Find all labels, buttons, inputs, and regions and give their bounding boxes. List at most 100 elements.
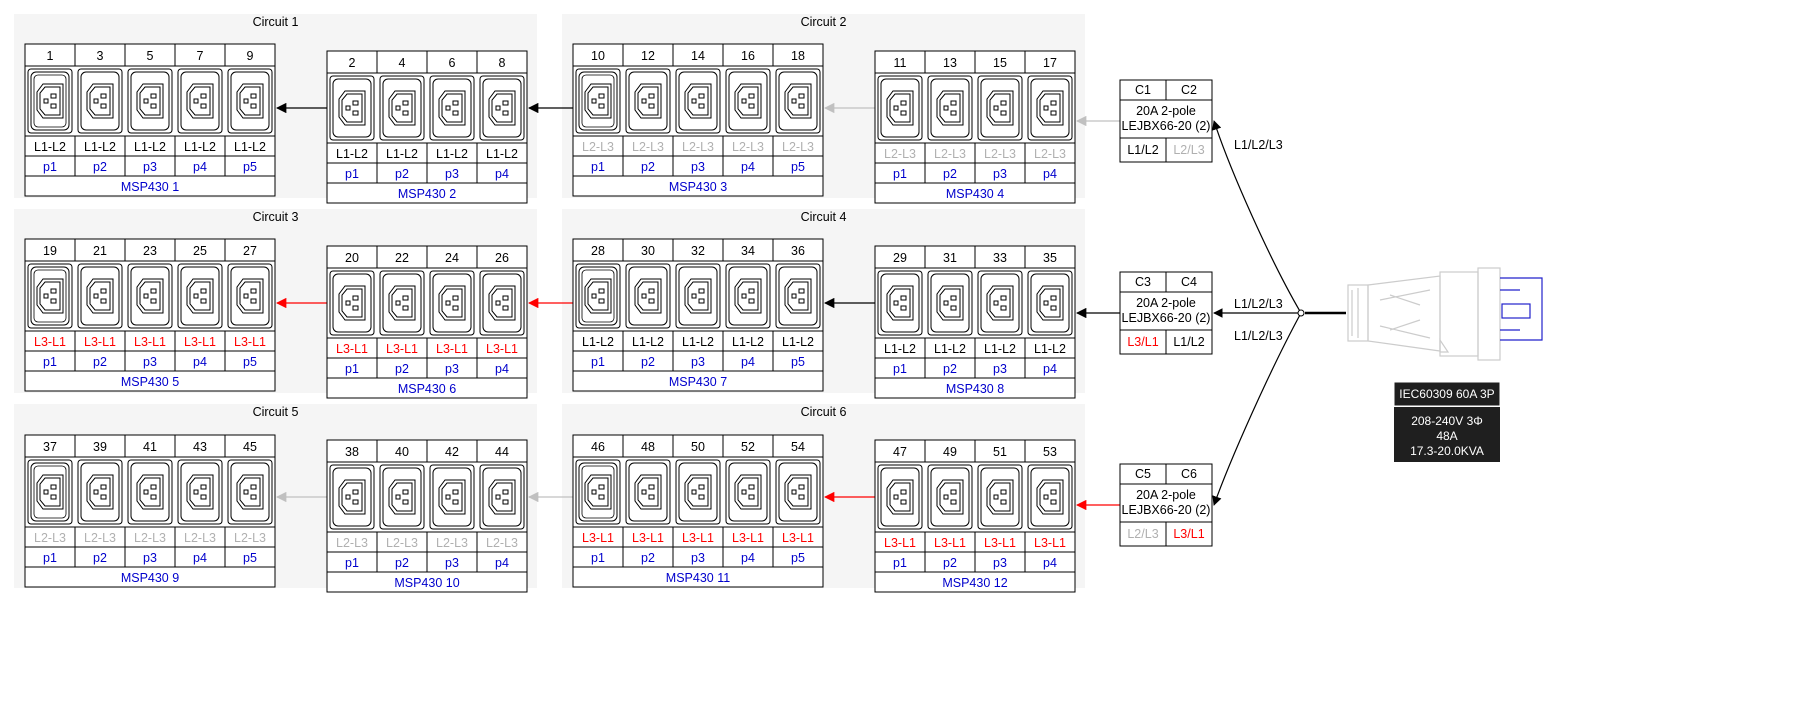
port-label: p3 xyxy=(445,167,459,181)
outlet-number: 48 xyxy=(641,440,655,454)
outlet-number: 16 xyxy=(741,49,755,63)
pdu-unit: 28L1-L2p130L1-L2p232L1-L2p334L1-L2p436L1… xyxy=(572,238,824,392)
phase-label: L2-L3 xyxy=(134,531,166,545)
phase-label: L1-L2 xyxy=(682,335,714,349)
pdu-unit: 19L3-L1p121L3-L1p223L3-L1p325L3-L1p427L3… xyxy=(24,238,276,392)
port-label: p5 xyxy=(243,355,257,369)
phase-label: L1-L2 xyxy=(386,147,418,161)
outlet-number: 15 xyxy=(993,56,1007,70)
port-label: p1 xyxy=(893,556,907,570)
c13-outlet-icon xyxy=(1027,75,1073,141)
phase-label: L3-L1 xyxy=(682,531,714,545)
phase-label: L2-L3 xyxy=(234,531,266,545)
pdu-unit-name: MSP430 8 xyxy=(946,382,1004,396)
port-label: p2 xyxy=(93,160,107,174)
port-label: p3 xyxy=(445,556,459,570)
phase-label: L1-L2 xyxy=(782,335,814,349)
port-label: p3 xyxy=(445,362,459,376)
phase-label: L2-L3 xyxy=(732,140,764,154)
c13-outlet-icon xyxy=(479,464,525,530)
c13-outlet-icon xyxy=(725,68,771,134)
outlet-number: 35 xyxy=(1043,251,1057,265)
c13-outlet-icon xyxy=(479,75,525,141)
port-label: p4 xyxy=(193,551,207,565)
breaker-rating: 20A 2-pole xyxy=(1136,104,1196,118)
breaker-model: LEJBX66-20 (2) xyxy=(1122,119,1211,133)
phase-label: L1-L2 xyxy=(732,335,764,349)
phase-label: L2-L3 xyxy=(84,531,116,545)
c13-outlet-icon xyxy=(379,464,425,530)
outlet-number: 51 xyxy=(993,445,1007,459)
c13-outlet-icon xyxy=(429,270,475,336)
phase-label: L3-L1 xyxy=(984,536,1016,550)
port-label: p3 xyxy=(691,355,705,369)
phase-label: L1-L2 xyxy=(184,140,216,154)
c13-outlet-icon xyxy=(379,270,425,336)
port-label: p1 xyxy=(345,556,359,570)
port-label: p4 xyxy=(1043,167,1057,181)
phase-label: L1-L2 xyxy=(34,140,66,154)
breaker-label: C5 xyxy=(1135,467,1151,481)
pdu-unit-name: MSP430 12 xyxy=(942,576,1007,590)
c13-outlet-icon xyxy=(1027,270,1073,336)
outlet-number: 40 xyxy=(395,445,409,459)
junction-node xyxy=(1297,309,1305,317)
c13-outlet-icon xyxy=(177,459,223,525)
port-label: p2 xyxy=(641,355,655,369)
phase-label: L3-L1 xyxy=(934,536,966,550)
phase-label: L3-L1 xyxy=(134,335,166,349)
outlet-number: 20 xyxy=(345,251,359,265)
c13-double-outlet-icon xyxy=(27,263,73,329)
outlet-number: 18 xyxy=(791,49,805,63)
pdu-unit: 10L2-L3p112L2-L3p214L2-L3p316L2-L3p418L2… xyxy=(572,43,824,197)
phase-label: L2-L3 xyxy=(436,536,468,550)
outlet-number: 41 xyxy=(143,440,157,454)
connector-title: IEC60309 60A 3P xyxy=(1399,387,1494,401)
c13-outlet-icon xyxy=(675,263,721,329)
c13-outlet-icon xyxy=(329,464,375,530)
c13-outlet-icon xyxy=(127,459,173,525)
outlet-number: 47 xyxy=(893,445,907,459)
pdu-unit: 37L2-L3p139L2-L3p241L2-L3p343L2-L3p445L2… xyxy=(24,434,276,588)
port-label: p4 xyxy=(741,551,755,565)
c13-outlet-icon xyxy=(927,75,973,141)
connector-spec-line: 17.3-20.0KVA xyxy=(1410,444,1484,458)
c13-outlet-icon xyxy=(877,270,923,336)
phase-label: L2-L3 xyxy=(34,531,66,545)
outlet-number: 28 xyxy=(591,244,605,258)
breaker-output: L2/L3 xyxy=(1173,143,1204,157)
c13-double-outlet-icon xyxy=(27,68,73,134)
port-label: p3 xyxy=(691,160,705,174)
c13-outlet-icon xyxy=(329,270,375,336)
outlet-number: 2 xyxy=(349,56,356,70)
c13-outlet-icon xyxy=(1027,464,1073,530)
outlet-number: 54 xyxy=(791,440,805,454)
c13-outlet-icon xyxy=(775,263,821,329)
c13-outlet-icon xyxy=(329,75,375,141)
outlet-number: 44 xyxy=(495,445,509,459)
port-label: p4 xyxy=(1043,556,1057,570)
phase-label: L1-L2 xyxy=(1034,342,1066,356)
c13-double-outlet-icon xyxy=(575,459,621,525)
pdu-unit: 46L3-L1p148L3-L1p250L3-L1p352L3-L1p454L3… xyxy=(572,434,824,588)
pdu-unit-name: MSP430 2 xyxy=(398,187,456,201)
phase-label: L1-L2 xyxy=(486,147,518,161)
outlet-number: 30 xyxy=(641,244,655,258)
outlet-number: 3 xyxy=(97,49,104,63)
breaker-output: L1/L2 xyxy=(1127,143,1158,157)
phase-label: L3-L1 xyxy=(582,531,614,545)
port-label: p4 xyxy=(193,160,207,174)
c13-outlet-icon xyxy=(775,68,821,134)
pdu-unit-name: MSP430 6 xyxy=(398,382,456,396)
port-label: p3 xyxy=(143,551,157,565)
outlet-number: 49 xyxy=(943,445,957,459)
phase-label: L3-L1 xyxy=(234,335,266,349)
port-label: p1 xyxy=(591,551,605,565)
pdu-unit: 11L2-L3p113L2-L3p215L2-L3p317L2-L3p4MSP4… xyxy=(874,50,1076,204)
port-label: p1 xyxy=(43,160,57,174)
port-label: p4 xyxy=(495,362,509,376)
outlet-number: 38 xyxy=(345,445,359,459)
